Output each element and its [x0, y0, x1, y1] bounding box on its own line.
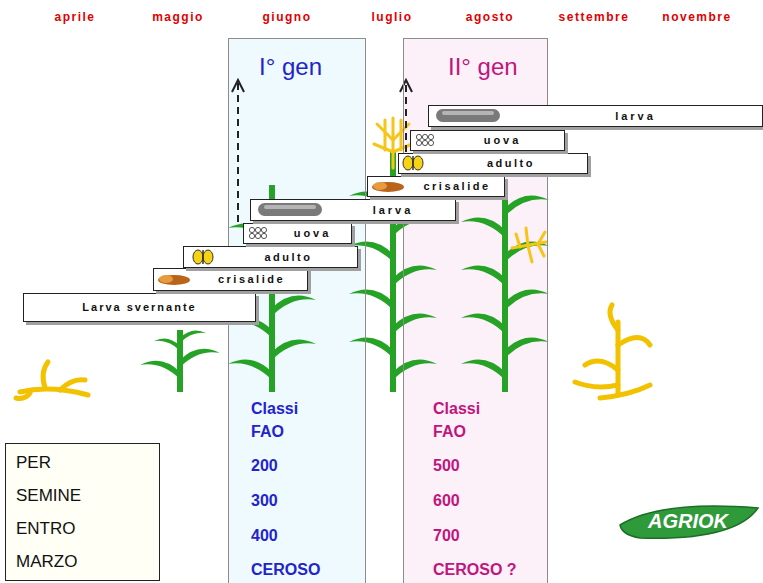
life-stage-bar: larva	[428, 105, 763, 127]
generation-title: II° gen	[448, 53, 518, 81]
stage-label: Larva svernante	[82, 294, 196, 321]
note-text: PER SEMINE ENTRO MARZO	[16, 446, 106, 578]
fao-class-text: Classi FAO	[433, 397, 503, 443]
dry-plant	[575, 305, 650, 398]
life-stage-bar: crisalide	[367, 176, 505, 197]
note-box: PER SEMINE ENTRO MARZO	[5, 443, 160, 581]
fao-class-text: CEROSO ?	[433, 561, 517, 579]
logo-text: AGRIOK	[648, 510, 728, 533]
generation-title: I° gen	[259, 53, 322, 81]
fao-class-text: 300	[251, 492, 278, 510]
stage-label: crisalide	[423, 177, 490, 196]
life-stage-bar: crisalide	[153, 268, 308, 291]
month-label: agosto	[466, 10, 514, 24]
fao-class-text: 500	[433, 457, 460, 475]
larva-icon	[258, 203, 322, 216]
maize-plant	[461, 195, 549, 392]
fao-class-text: CEROSO	[251, 561, 320, 579]
stage-label: adulto	[487, 154, 535, 173]
fao-class-text: 600	[433, 492, 460, 510]
month-label: settembre	[559, 10, 630, 24]
life-stage-bar: adulto	[183, 246, 358, 268]
maize-plant	[140, 330, 219, 392]
stage-label: uova	[294, 224, 332, 243]
life-stage-bar: larva	[250, 199, 456, 221]
stage-label: larva	[373, 200, 414, 220]
life-stage-bar: Larva svernante	[23, 293, 256, 322]
life-stage-bar: uova	[410, 130, 565, 151]
stage-label: adulto	[265, 247, 313, 267]
stage-label: uova	[484, 131, 522, 150]
pupa-icon	[372, 182, 404, 192]
moth-icon	[403, 156, 423, 170]
month-label: luglio	[372, 10, 413, 24]
pupa-icon	[158, 275, 190, 285]
eggs-icon	[249, 227, 266, 238]
life-stage-bar: adulto	[398, 153, 588, 174]
eggs-icon	[416, 134, 433, 145]
fao-class-text: 400	[251, 527, 278, 545]
fao-class-text: 700	[433, 527, 460, 545]
stage-label: crisalide	[218, 269, 285, 290]
month-label: aprile	[54, 10, 95, 24]
moth-icon	[193, 250, 213, 264]
dry-plant	[16, 362, 88, 398]
month-label: giugno	[263, 10, 312, 24]
stage-label: larva	[615, 106, 656, 126]
dashed-arrow	[232, 80, 244, 222]
fao-class-text: Classi FAO	[251, 397, 321, 443]
life-stage-bar: uova	[243, 223, 352, 244]
logo-leaf	[620, 506, 758, 538]
maize-ear	[512, 228, 546, 262]
fao-class-text: 200	[251, 457, 278, 475]
month-label: novembre	[662, 10, 731, 24]
larva-icon	[436, 109, 500, 122]
month-label: maggio	[152, 10, 204, 24]
